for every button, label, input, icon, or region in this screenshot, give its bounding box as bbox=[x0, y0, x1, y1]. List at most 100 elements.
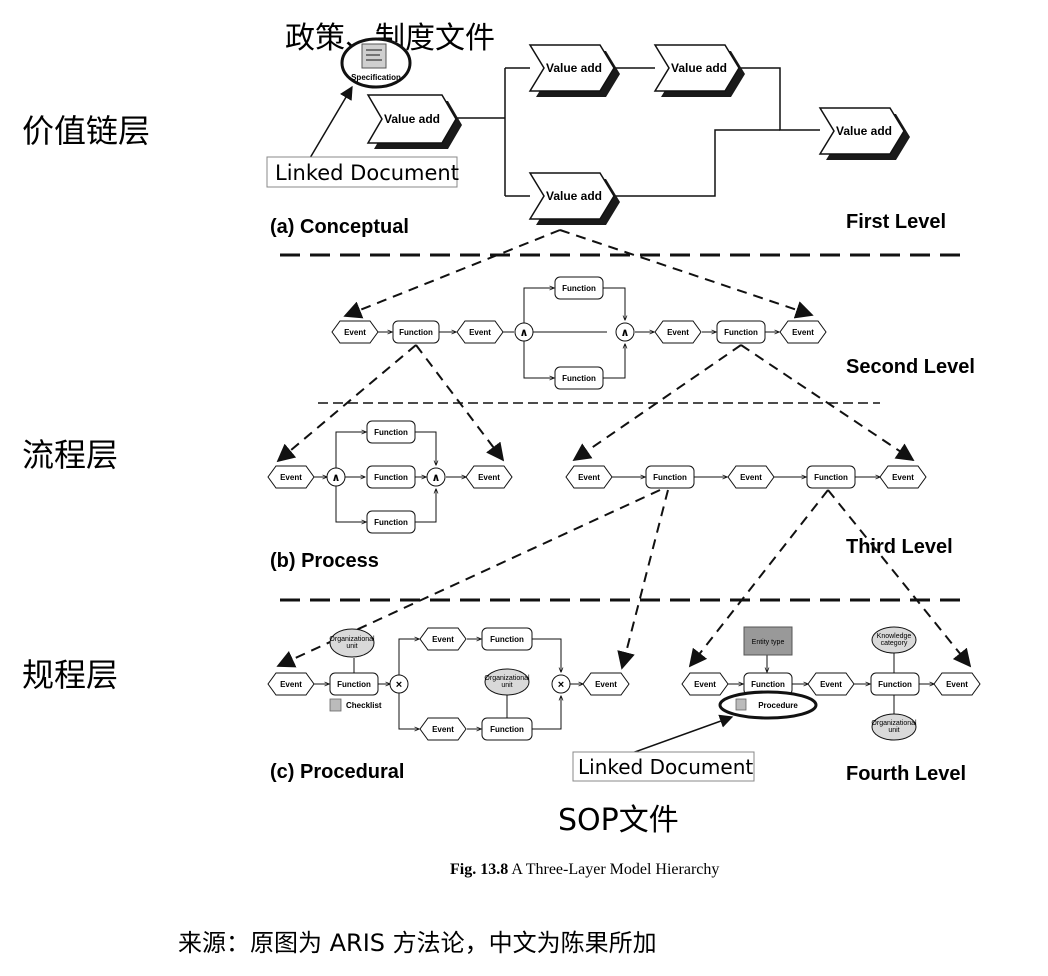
function-label: Function bbox=[490, 635, 524, 644]
event-node: Event bbox=[582, 672, 630, 696]
event-node: Event bbox=[267, 672, 315, 696]
level2-connectors bbox=[376, 288, 779, 378]
value-add-label: Value add bbox=[546, 189, 602, 203]
knowledge-label-line2: category bbox=[881, 640, 908, 647]
entity-type-label: Entity type bbox=[752, 639, 785, 646]
function-label: Function bbox=[653, 473, 687, 482]
event-node: Event bbox=[654, 320, 702, 344]
level-label-first: First Level bbox=[846, 211, 946, 233]
function-node: Function bbox=[554, 366, 604, 390]
org-unit-ellipse: Organizational unit bbox=[871, 713, 917, 741]
org-unit-label-line2: unit bbox=[501, 682, 512, 689]
event-label: Event bbox=[595, 680, 617, 689]
function-label: Function bbox=[490, 725, 524, 734]
value-add-label: Value add bbox=[384, 112, 440, 126]
value-add-shape: Value add bbox=[528, 172, 620, 225]
org-unit-ellipse: Organizational unit bbox=[484, 668, 530, 696]
function-node: Function bbox=[366, 510, 416, 534]
linked-document-box: Linked Document bbox=[572, 751, 755, 782]
event-label: Event bbox=[740, 473, 762, 482]
function-node: Function bbox=[870, 672, 920, 696]
event-node: Event bbox=[879, 465, 927, 489]
value-add-shape: Value add bbox=[818, 107, 910, 160]
function-label: Function bbox=[751, 680, 785, 689]
org-unit-label-line1: Organizational bbox=[871, 720, 917, 727]
function-label: Function bbox=[337, 680, 371, 689]
layer-label-procedure: 规程层 bbox=[22, 656, 118, 694]
function-node: Function bbox=[645, 465, 695, 489]
function-label: Function bbox=[374, 428, 408, 437]
procedure-label: Procedure bbox=[758, 701, 798, 710]
function-label: Function bbox=[374, 518, 408, 527]
drilldown-arrows bbox=[276, 489, 972, 670]
level-label-fourth: Fourth Level bbox=[846, 763, 966, 785]
function-label: Function bbox=[724, 328, 758, 337]
event-label: Event bbox=[432, 635, 454, 644]
xor-operator-symbol: × bbox=[396, 679, 402, 691]
function-node: Function bbox=[554, 276, 604, 300]
event-label: Event bbox=[946, 680, 968, 689]
sop-docs-annotation: SOP文件 bbox=[558, 803, 679, 838]
function-node: Function bbox=[716, 320, 766, 344]
level4-left-connectors bbox=[312, 639, 583, 729]
xor-operator: × bbox=[389, 674, 409, 694]
value-chain-connectors bbox=[455, 67, 820, 197]
specification-document: Specification bbox=[340, 37, 412, 89]
value-add-label: Value add bbox=[546, 61, 602, 75]
section-label-process: (b) Process bbox=[270, 550, 379, 572]
linked-document-label: Linked Document bbox=[275, 161, 459, 185]
org-unit-label-line1: Organizational bbox=[329, 636, 375, 643]
event-node: Event bbox=[331, 320, 379, 344]
and-operator-symbol: ∧ bbox=[520, 327, 529, 339]
event-label: Event bbox=[892, 473, 914, 482]
org-unit-label-line2: unit bbox=[346, 643, 357, 650]
and-operator: ∧ bbox=[615, 322, 635, 342]
section-label-conceptual: (a) Conceptual bbox=[270, 216, 409, 238]
specification-label: Specification bbox=[351, 73, 401, 82]
event-node: Event bbox=[456, 320, 504, 344]
function-node: Function bbox=[806, 465, 856, 489]
value-add-label: Value add bbox=[836, 124, 892, 138]
linked-document-arrow bbox=[309, 85, 353, 159]
figure-caption: Fig. 13.8 A Three-Layer Model Hierarchy bbox=[450, 861, 719, 878]
event-node: Event bbox=[565, 465, 613, 489]
drilldown-arrows bbox=[276, 344, 915, 463]
figure-caption-label: Fig. 13.8 bbox=[450, 861, 508, 878]
value-add-shape: Value add bbox=[528, 44, 620, 97]
function-node: Function bbox=[366, 420, 416, 444]
event-label: Event bbox=[469, 328, 491, 337]
drilldown-arrows bbox=[343, 229, 814, 319]
layer-label-process: 流程层 bbox=[22, 436, 118, 474]
level4-right-connectors bbox=[726, 652, 934, 714]
level3-connectors bbox=[312, 432, 880, 522]
xor-operator-symbol: × bbox=[558, 679, 564, 691]
function-label: Function bbox=[399, 328, 433, 337]
event-label: Event bbox=[578, 473, 600, 482]
knowledge-label-line1: Knowledge bbox=[877, 633, 912, 640]
function-node: Function bbox=[329, 672, 379, 696]
event-node: Event bbox=[779, 320, 827, 344]
event-label: Event bbox=[344, 328, 366, 337]
value-add-shape: Value add bbox=[653, 44, 745, 97]
function-node: Function bbox=[392, 320, 440, 344]
xor-operator: × bbox=[551, 674, 571, 694]
function-label: Function bbox=[814, 473, 848, 482]
level-label-third: Third Level bbox=[846, 536, 953, 558]
function-label: Function bbox=[562, 374, 596, 383]
event-label: Event bbox=[280, 680, 302, 689]
function-node: Function bbox=[366, 465, 416, 489]
and-operator: ∧ bbox=[514, 322, 534, 342]
event-label: Event bbox=[667, 328, 689, 337]
function-label: Function bbox=[878, 680, 912, 689]
checklist-label: Checklist bbox=[346, 701, 382, 710]
linked-document-label: Linked Document bbox=[578, 755, 753, 779]
value-add-shape: Value add bbox=[366, 94, 462, 149]
function-node: Function bbox=[481, 627, 533, 651]
event-node: Event bbox=[465, 465, 513, 489]
event-node: Event bbox=[681, 672, 729, 696]
section-label-procedural: (c) Procedural bbox=[270, 761, 404, 783]
level-label-second: Second Level bbox=[846, 356, 975, 378]
and-operator: ∧ bbox=[426, 467, 446, 487]
source-note: 来源：原图为 ARIS 方法论，中文为陈果所加 bbox=[178, 929, 657, 957]
